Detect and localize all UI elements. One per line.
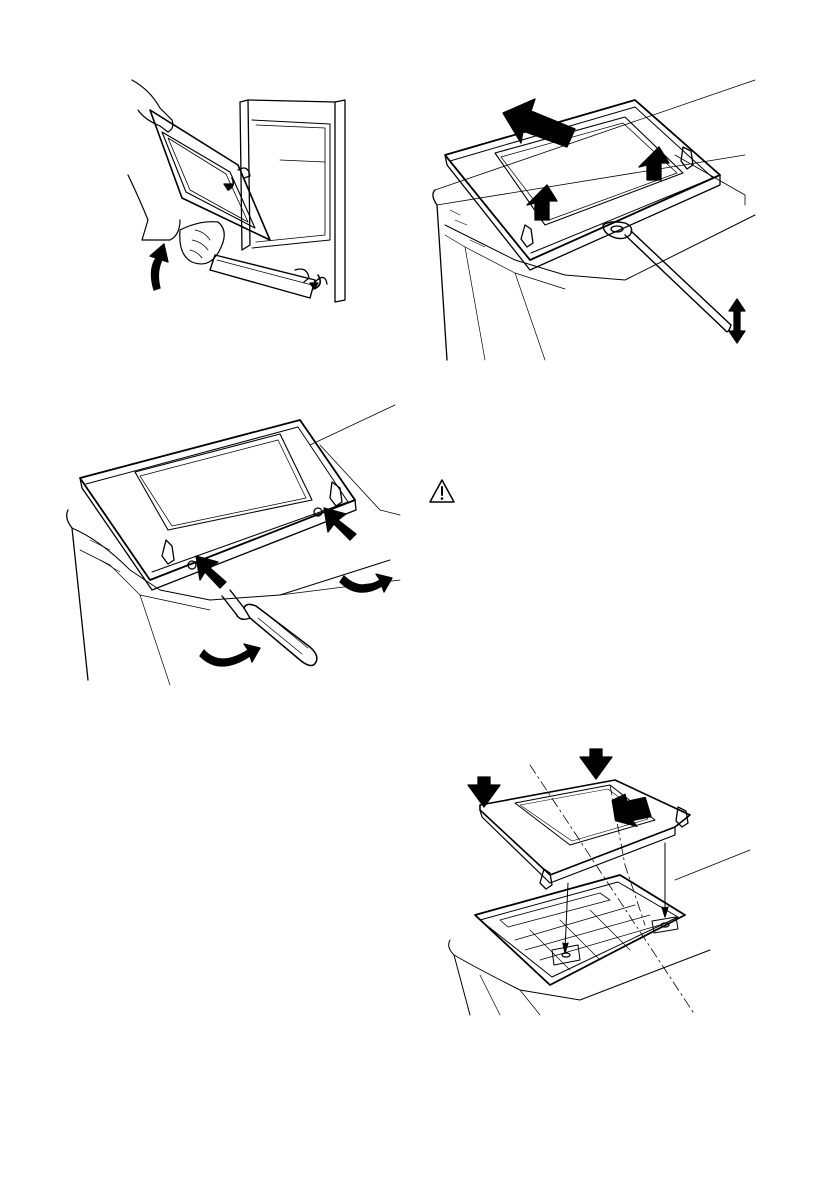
screw-pointer-arrow-right-icon [324,508,356,540]
warning-icon [428,478,456,504]
table-left-edge [67,510,88,680]
screw-pointer-arrow-left-icon [196,556,226,588]
rotate-arrow-right-icon [340,574,392,592]
lift-arrow-left-icon [527,185,557,220]
rotate-arrow-left-icon [200,644,260,666]
press-arrow-top-icon [580,749,612,779]
glass-panel [480,780,690,875]
lift-arrow-right-icon [639,147,669,180]
left-arm [128,175,180,240]
door-lift-off-illustration [425,75,765,365]
oven-door-panel [80,420,355,580]
door-screw-removal-illustration [80,400,400,685]
upper-hand [132,80,173,132]
door-bottom-bar [210,255,315,298]
table-left-edge [449,940,470,1015]
right-hinge-clip [330,482,342,506]
left-hinge-clip [521,225,533,247]
door-removal-illustration [120,80,360,310]
oven-frame-right-edge [335,100,345,302]
left-hinge-clip [162,540,174,564]
table-left-edge [433,190,447,360]
slide-arrow-icon [503,99,575,147]
guide-line-left [565,883,568,950]
curved-up-arrow-icon [150,244,168,290]
slide-arrow-icon [606,787,656,831]
door-glass-panel-illustration [460,745,760,1020]
up-down-arrow-icon [729,299,745,343]
oven-door-frame [445,100,720,260]
